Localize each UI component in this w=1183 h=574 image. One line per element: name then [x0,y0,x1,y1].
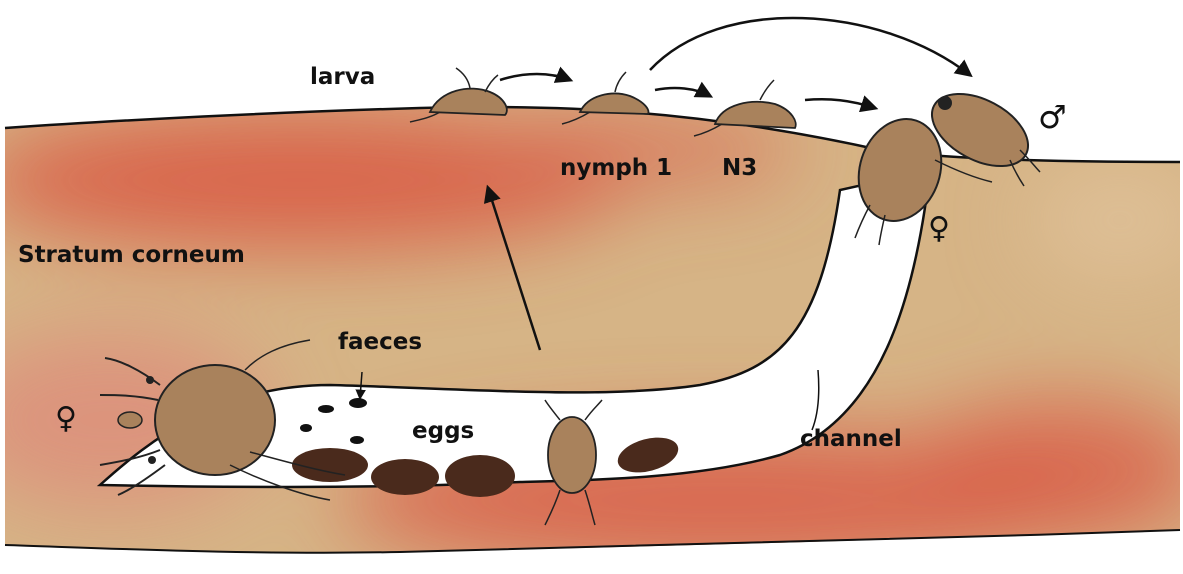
arrow-to-male [650,18,970,75]
egg [292,448,368,482]
label-channel: channel [800,426,902,452]
arrow-nymph1-to-n3 [655,88,710,96]
faeces-pellet [349,398,367,408]
arrow-n3-to-adult [805,99,875,108]
label-larva: larva [310,64,375,90]
female-symbol-icon: ♀ [55,401,77,436]
label-eggs: eggs [412,418,474,444]
female-symbol-icon: ♀ [928,211,950,246]
faeces-pellet [318,405,334,413]
egg [445,455,515,497]
label-faeces: faeces [338,329,422,355]
faeces-pellet [350,436,364,444]
egg [371,459,439,495]
male-symbol-icon: ♂ [1038,98,1067,136]
label-nymph1: nymph 1 [560,155,672,181]
faeces-pellet [300,424,312,432]
arrow-larva-to-nymph1 [500,74,570,80]
label-n3: N3 [722,155,757,181]
label-stratum-corneum: Stratum corneum [18,242,245,268]
